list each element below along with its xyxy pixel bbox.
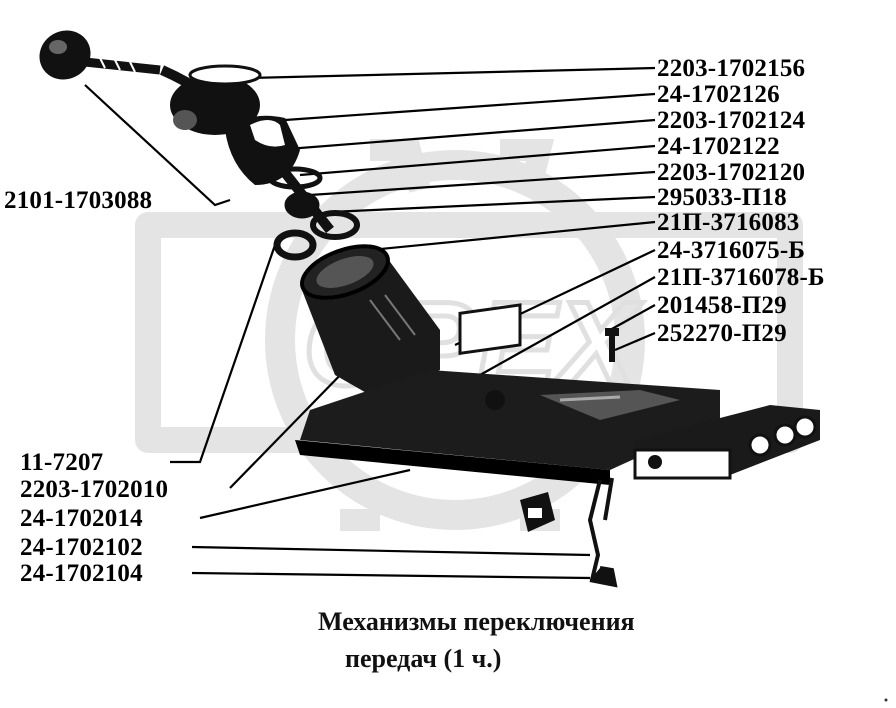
label-21P-3716078-B: 21П-3716078-Б xyxy=(657,264,825,291)
bolt-part xyxy=(605,328,619,362)
label-252270-P29: 252270-П29 xyxy=(657,320,787,347)
label-24-1702104: 24-1702104 xyxy=(20,560,143,587)
label-24-1702122: 24-1702122 xyxy=(657,133,780,160)
label-24-3716075-B: 24-3716075-Б xyxy=(657,237,806,264)
lever-knob xyxy=(39,30,161,80)
label-24-1702102: 24-1702102 xyxy=(20,534,143,561)
rail-block xyxy=(633,405,820,480)
bracket-part xyxy=(520,492,555,532)
label-2203-1702120: 2203-1702120 xyxy=(657,159,806,186)
label-2203-1702010: 2203-1702010 xyxy=(20,476,169,503)
label-201458-P29: 201458-П29 xyxy=(657,292,787,319)
label-2203-1702124: 2203-1702124 xyxy=(657,107,806,134)
label-2203-1702156: 2203-1702156 xyxy=(657,55,806,82)
lever-housing xyxy=(300,244,440,395)
label-11-7207: 11-7207 xyxy=(20,449,104,476)
label-295033-P18: 295033-П18 xyxy=(657,184,787,211)
label-24-1702014: 24-1702014 xyxy=(20,505,143,532)
boot-disc xyxy=(170,64,262,135)
chain-part xyxy=(587,477,618,588)
caption-line-2: передач (1 ч.) xyxy=(345,644,502,673)
rubber-boot xyxy=(225,115,300,185)
label-21P-3716083: 21П-3716083 xyxy=(657,209,800,236)
base-plate xyxy=(295,303,720,485)
caption-line-1: Механизмы переключения xyxy=(318,607,635,636)
label-24-1702126: 24-1702126 xyxy=(657,81,780,108)
label-2101-1703088: 2101-1703088 xyxy=(4,187,153,214)
corner-dot xyxy=(884,698,888,702)
washer-rings xyxy=(267,166,360,261)
